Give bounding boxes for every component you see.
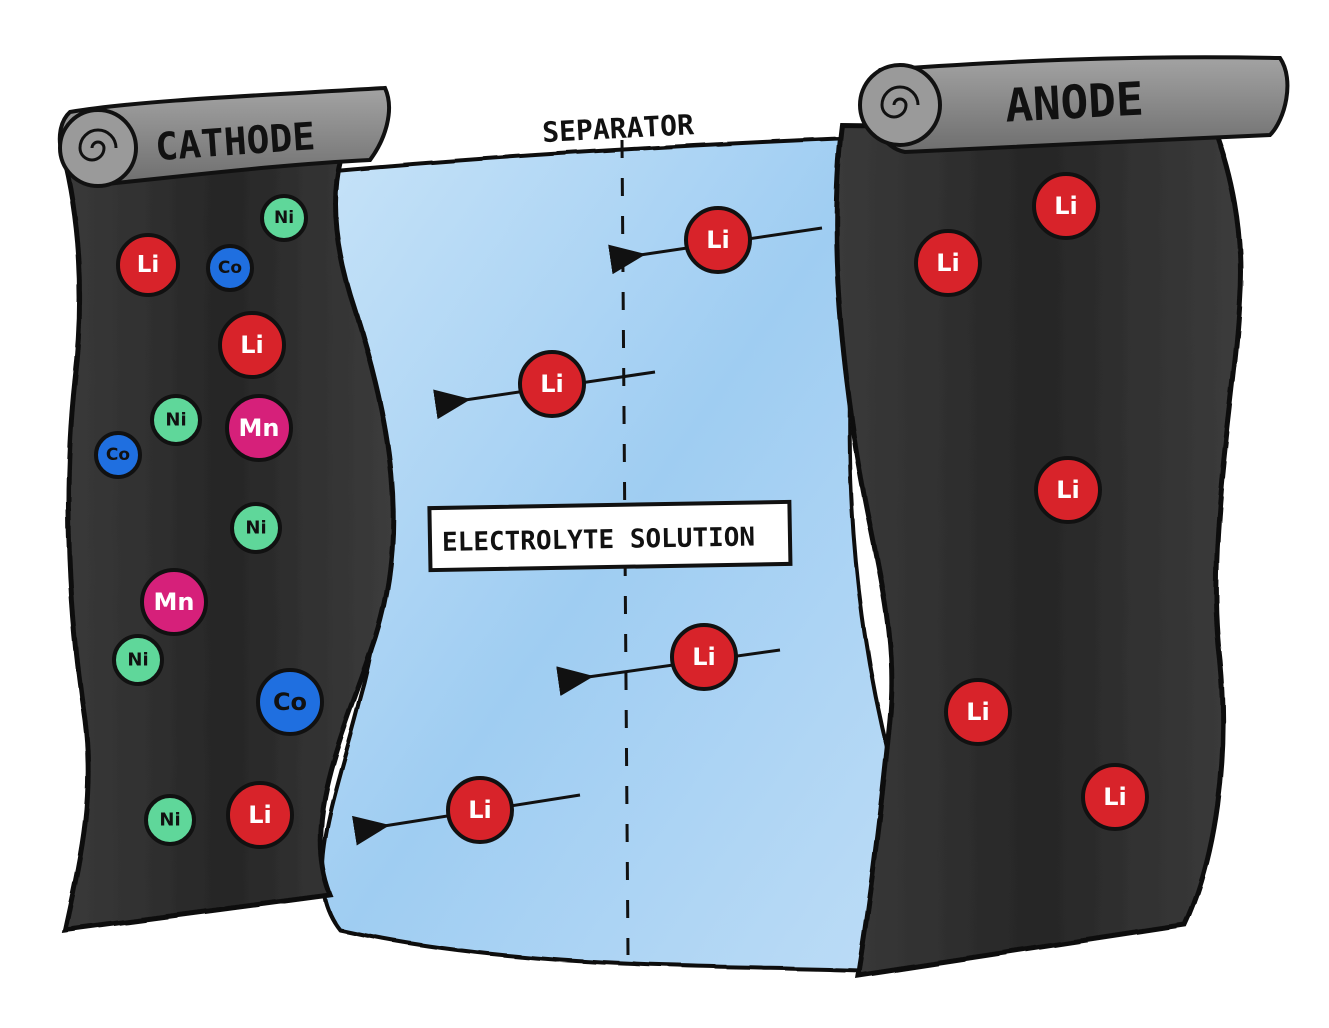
ion-circle	[446, 776, 514, 844]
ion-circle	[116, 233, 180, 297]
ion-circle	[1032, 172, 1100, 240]
ion-circle	[1034, 456, 1102, 524]
ion-circle	[670, 623, 738, 691]
moving_ions-ion-li: Li	[518, 350, 586, 418]
cathode-scroll-curl-icon	[58, 108, 138, 188]
cathode_ions-ion-co: Co	[256, 668, 324, 736]
ion-circle	[206, 244, 254, 292]
ion-circle	[518, 350, 586, 418]
cathode_ions-ion-ni: Ni	[144, 794, 196, 846]
ion-label: Li	[137, 252, 160, 278]
cathode_ions-ion-co: Co	[94, 431, 142, 479]
anode-electrode	[833, 122, 1244, 978]
moving_ions-ion-li: Li	[684, 206, 752, 274]
ion-label: Co	[218, 258, 242, 278]
ion-circle	[225, 394, 293, 462]
cathode_ions-ion-ni: Ni	[230, 502, 282, 554]
ion-label: Li	[468, 796, 492, 824]
cathode_ions-ion-ni: Ni	[112, 634, 164, 686]
electrolyte-label: ELECTROLYTE SOLUTION	[442, 522, 756, 557]
ion-label: Li	[540, 370, 564, 398]
cathode_ions-ion-li: Li	[226, 781, 294, 849]
ion-label: Mn	[154, 588, 195, 616]
anode_ions-ion-li: Li	[944, 678, 1012, 746]
ion-label: Li	[692, 643, 716, 671]
ion-label: Ni	[245, 518, 266, 539]
cathode_ions-ion-mn: Mn	[225, 394, 293, 462]
ion-circle	[684, 206, 752, 274]
ion-circle	[150, 394, 202, 446]
ion-circle	[94, 431, 142, 479]
ion-circle	[226, 781, 294, 849]
anode_ions-ion-li: Li	[914, 229, 982, 297]
ion-circle	[914, 229, 982, 297]
anode-label: ANODE	[1004, 71, 1145, 132]
cathode-electrode	[58, 147, 396, 933]
ion-label: Ni	[127, 650, 148, 671]
anode_ions-ion-li: Li	[1034, 456, 1102, 524]
anode_ions-ion-li: Li	[1081, 763, 1149, 831]
ion-label: Co	[273, 688, 307, 716]
ion-circle	[944, 678, 1012, 746]
ion-label: Ni	[274, 208, 294, 228]
electrolyte-label-box: ELECTROLYTE SOLUTION	[427, 499, 793, 573]
anode-scroll-curl-icon	[858, 63, 942, 147]
ion-circle	[256, 668, 324, 736]
ion-circle	[260, 194, 308, 242]
moving_ions-ion-li: Li	[670, 623, 738, 691]
ion-label: Li	[248, 801, 272, 829]
ion-circle	[140, 568, 208, 636]
cathode_ions-ion-ni: Ni	[260, 194, 308, 242]
ion-circle	[218, 311, 286, 379]
ion-label: Li	[966, 698, 990, 726]
ion-label: Li	[1056, 476, 1080, 504]
cathode_ions-ion-li: Li	[116, 233, 180, 297]
ion-label: Li	[706, 226, 730, 254]
ion-label: Li	[1103, 783, 1127, 811]
cathode_ions-ion-ni: Ni	[150, 394, 202, 446]
ion-label: Li	[1054, 192, 1078, 220]
ion-circle	[1081, 763, 1149, 831]
anode-scroll-banner	[868, 55, 1290, 155]
ion-label: Co	[106, 445, 130, 465]
moving_ions-ion-li: Li	[446, 776, 514, 844]
ion-label: Ni	[159, 810, 180, 831]
ion-label: Mn	[239, 414, 280, 442]
ion-circle	[230, 502, 282, 554]
ion-label: Li	[240, 331, 264, 359]
ion-circle	[112, 634, 164, 686]
ion-label: Li	[936, 249, 960, 277]
ion-label: Ni	[165, 410, 186, 431]
cathode_ions-ion-co: Co	[206, 244, 254, 292]
cathode_ions-ion-li: Li	[218, 311, 286, 379]
cathode_ions-ion-mn: Mn	[140, 568, 208, 636]
ion-circle	[144, 794, 196, 846]
separator-label: SEPARATOR	[541, 108, 694, 149]
anode_ions-ion-li: Li	[1032, 172, 1100, 240]
